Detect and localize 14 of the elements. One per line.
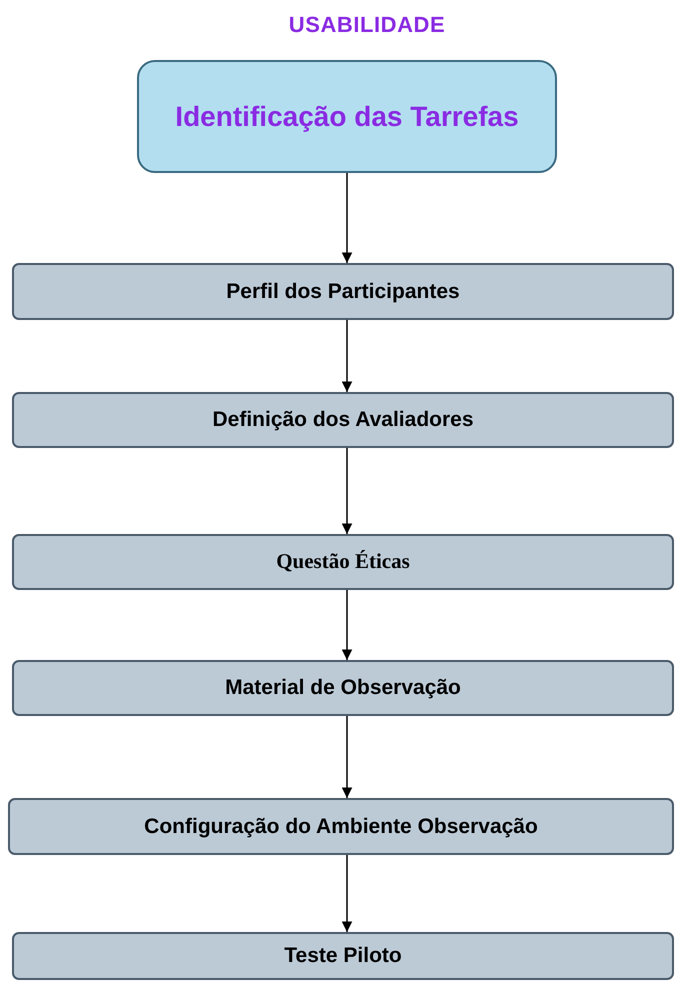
arrow [342, 716, 352, 798]
diagram-title: USABILIDADE [288, 11, 446, 39]
arrow [342, 448, 352, 534]
process-box: Definição dos Avaliadores [12, 392, 674, 448]
process-box: Questão Éticas [12, 534, 674, 590]
start-box: Identificação das Tarrefas [137, 60, 557, 173]
arrow [342, 320, 352, 392]
process-box: Perfil dos Participantes [12, 263, 674, 320]
process-box: Material de Observação [12, 660, 674, 716]
process-box: Teste Piloto [12, 932, 674, 980]
arrow [342, 173, 352, 263]
arrow [342, 590, 352, 660]
arrow [342, 855, 352, 932]
process-box: Configuração do Ambiente Observação [8, 798, 674, 855]
